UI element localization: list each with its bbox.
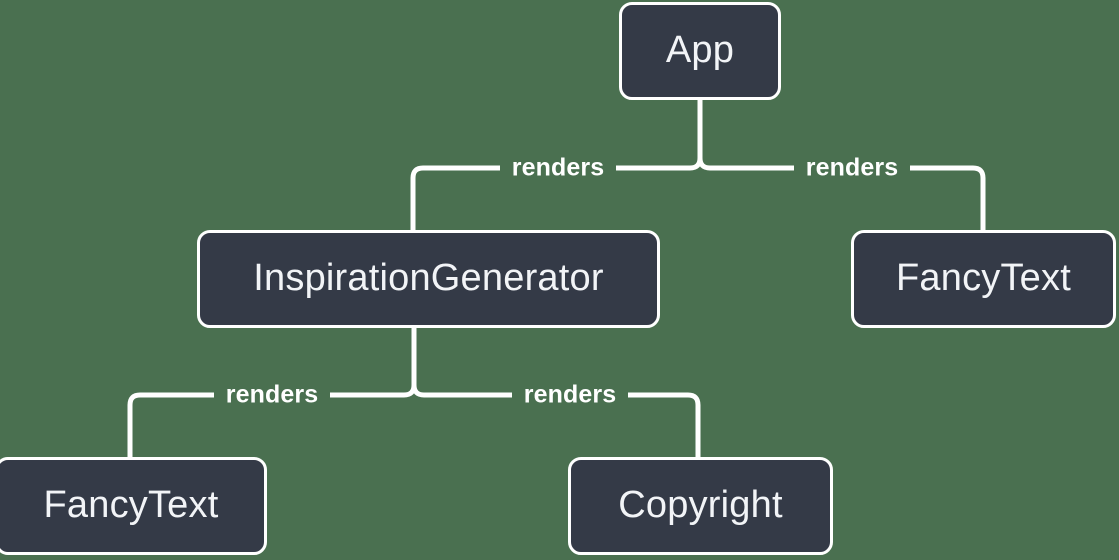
edge-inspirationgenerator-to-copyright [411, 382, 701, 460]
edge-app-to-fancytext-right [697, 155, 986, 233]
node-fancytext-left-label: FancyText [43, 484, 219, 526]
edge-label-mask [511, 376, 629, 414]
node-app[interactable]: App [619, 2, 781, 100]
node-app-label: App [665, 29, 735, 71]
node-copyright[interactable]: Copyright [568, 457, 833, 555]
edge-label-inspirationgenerator-to-copyright: renders [523, 380, 617, 409]
node-fancytext-left[interactable]: FancyText [0, 457, 267, 555]
node-fancytext-right[interactable]: FancyText [851, 230, 1116, 328]
edge-label-mask [499, 149, 617, 187]
edge-label-inspirationgenerator-to-fancytext-left: renders [225, 380, 319, 409]
edge-label-mask [213, 376, 331, 414]
node-copyright-label: Copyright [618, 484, 783, 526]
edge-label-mask [793, 149, 911, 187]
node-inspirationgenerator-label: InspirationGenerator [253, 257, 604, 299]
node-inspirationgenerator[interactable]: InspirationGenerator [197, 230, 660, 328]
edge-label-app-to-fancytext-right: renders [805, 153, 899, 182]
node-fancytext-right-label: FancyText [896, 257, 1071, 299]
edge-label-app-to-inspirationgenerator: renders [511, 153, 605, 182]
